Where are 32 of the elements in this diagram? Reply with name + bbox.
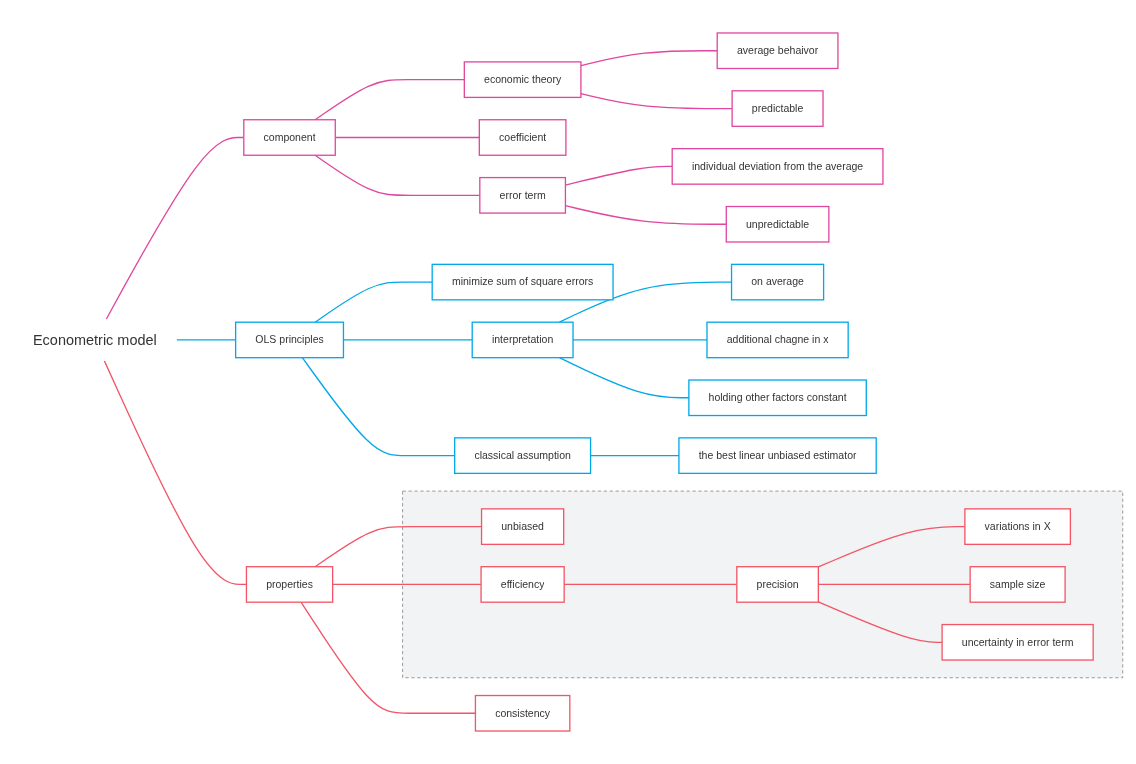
node-box: unpredictable [725, 205, 830, 243]
node-box: holding other factors constant [688, 379, 867, 417]
connector [314, 79, 465, 121]
connector [314, 281, 433, 323]
connector [580, 50, 718, 67]
node-box: predictable [731, 90, 824, 127]
cluster [402, 490, 1124, 679]
node-box: consistency [474, 694, 571, 732]
node-box: component [243, 119, 336, 156]
node-box: OLS principles [234, 321, 345, 359]
node-box: variations in X [964, 508, 1072, 545]
node-box: properties [245, 566, 334, 603]
node-box: average behaivor [716, 32, 839, 70]
connector [817, 601, 943, 643]
node-box: minimize sum of square errors [431, 263, 614, 301]
node-box: individual deviation from the average [671, 148, 884, 185]
node-box: coefficient [478, 119, 567, 156]
node-box: on average [730, 263, 825, 301]
node-box: additional chagne in x [706, 321, 849, 359]
node-box: economic theory [463, 61, 582, 99]
node-text: Econometric model [32, 331, 157, 349]
node-box: efficiency [480, 566, 565, 603]
node-box: sample size [969, 566, 1066, 603]
node-box: classical assumption [454, 437, 592, 474]
node-box: precision [736, 566, 819, 603]
node-box: error term [479, 176, 567, 214]
connector [332, 583, 482, 586]
node-box: interpretation [471, 321, 574, 359]
node-box: uncertainty in error term [941, 623, 1094, 661]
node-box: unbiased [480, 508, 565, 545]
node-box: the best linear unbiased estimator [678, 437, 877, 474]
connector [580, 93, 733, 110]
